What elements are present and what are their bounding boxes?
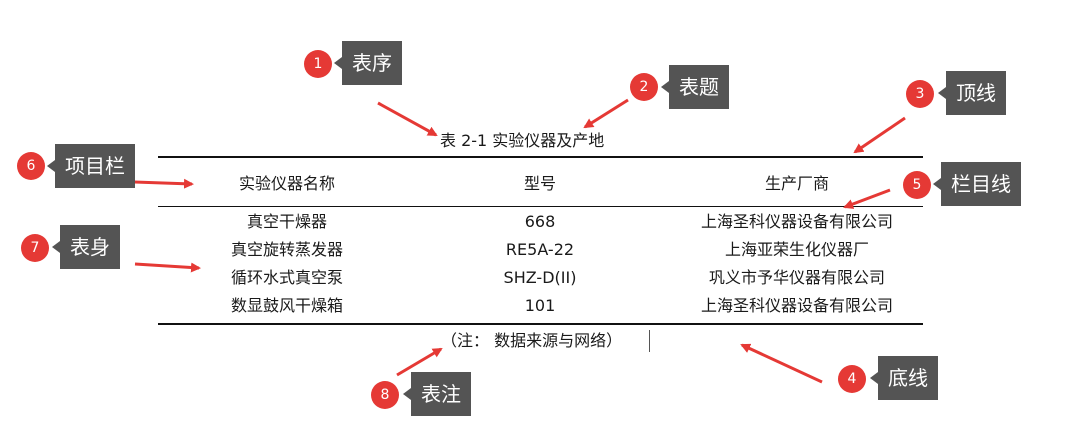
table-cell: 上海圣科仪器设备有限公司 <box>700 296 894 315</box>
table-cell: 101 <box>524 296 556 315</box>
header-cell-manufacturer: 生产厂商 <box>764 174 830 193</box>
callout-label-1: 表序 <box>334 41 402 85</box>
table-cell: 668 <box>524 212 556 231</box>
bottom-rule <box>158 323 923 325</box>
callout-badge-8: 8 <box>371 381 399 409</box>
header-cell-name: 实验仪器名称 <box>238 174 336 193</box>
callout-label-2: 表题 <box>661 65 729 109</box>
text-cursor <box>649 330 650 352</box>
column-header-rule <box>158 206 923 207</box>
table-caption: 表 2-1 实验仪器及产地 <box>440 131 605 150</box>
table-cell: 上海圣科仪器设备有限公司 <box>700 212 894 231</box>
arrow-5 <box>843 188 891 209</box>
callout-badge-6: 6 <box>17 152 45 180</box>
callout-label-5: 栏目线 <box>933 162 1021 206</box>
top-rule <box>158 156 923 158</box>
arrow-1 <box>377 101 438 137</box>
callout-label-4: 底线 <box>870 356 938 400</box>
arrow-3 <box>853 116 906 154</box>
callout-badge-2: 2 <box>630 73 658 101</box>
table-cell: 真空干燥器 <box>246 212 328 231</box>
header-cell-model: 型号 <box>523 174 557 193</box>
table-cell: RE5A-22 <box>505 240 575 259</box>
table-cell: SHZ-D(II) <box>503 268 577 287</box>
callout-badge-4: 4 <box>838 365 866 393</box>
table-cell: 真空旋转蒸发器 <box>230 240 344 259</box>
table-cell: 循环水式真空泵 <box>230 268 344 287</box>
arrow-4 <box>740 343 823 384</box>
callout-badge-3: 3 <box>906 80 934 108</box>
callout-label-3: 顶线 <box>938 71 1006 115</box>
table-cell: 上海亚荣生化仪器厂 <box>724 240 870 259</box>
callout-badge-1: 1 <box>304 50 332 78</box>
table-cell: 数显鼓风干燥箱 <box>230 296 344 315</box>
callout-label-8: 表注 <box>403 372 471 416</box>
callout-label-7: 表身 <box>52 225 120 269</box>
table-note: （注： 数据来源与网络） <box>441 331 623 350</box>
table-cell: 巩义市予华仪器有限公司 <box>708 268 886 287</box>
callout-badge-5: 5 <box>903 171 931 199</box>
callout-label-6: 项目栏 <box>47 144 135 188</box>
callout-badge-7: 7 <box>21 234 49 262</box>
arrow-2 <box>583 98 629 129</box>
arrow-7 <box>134 262 201 273</box>
